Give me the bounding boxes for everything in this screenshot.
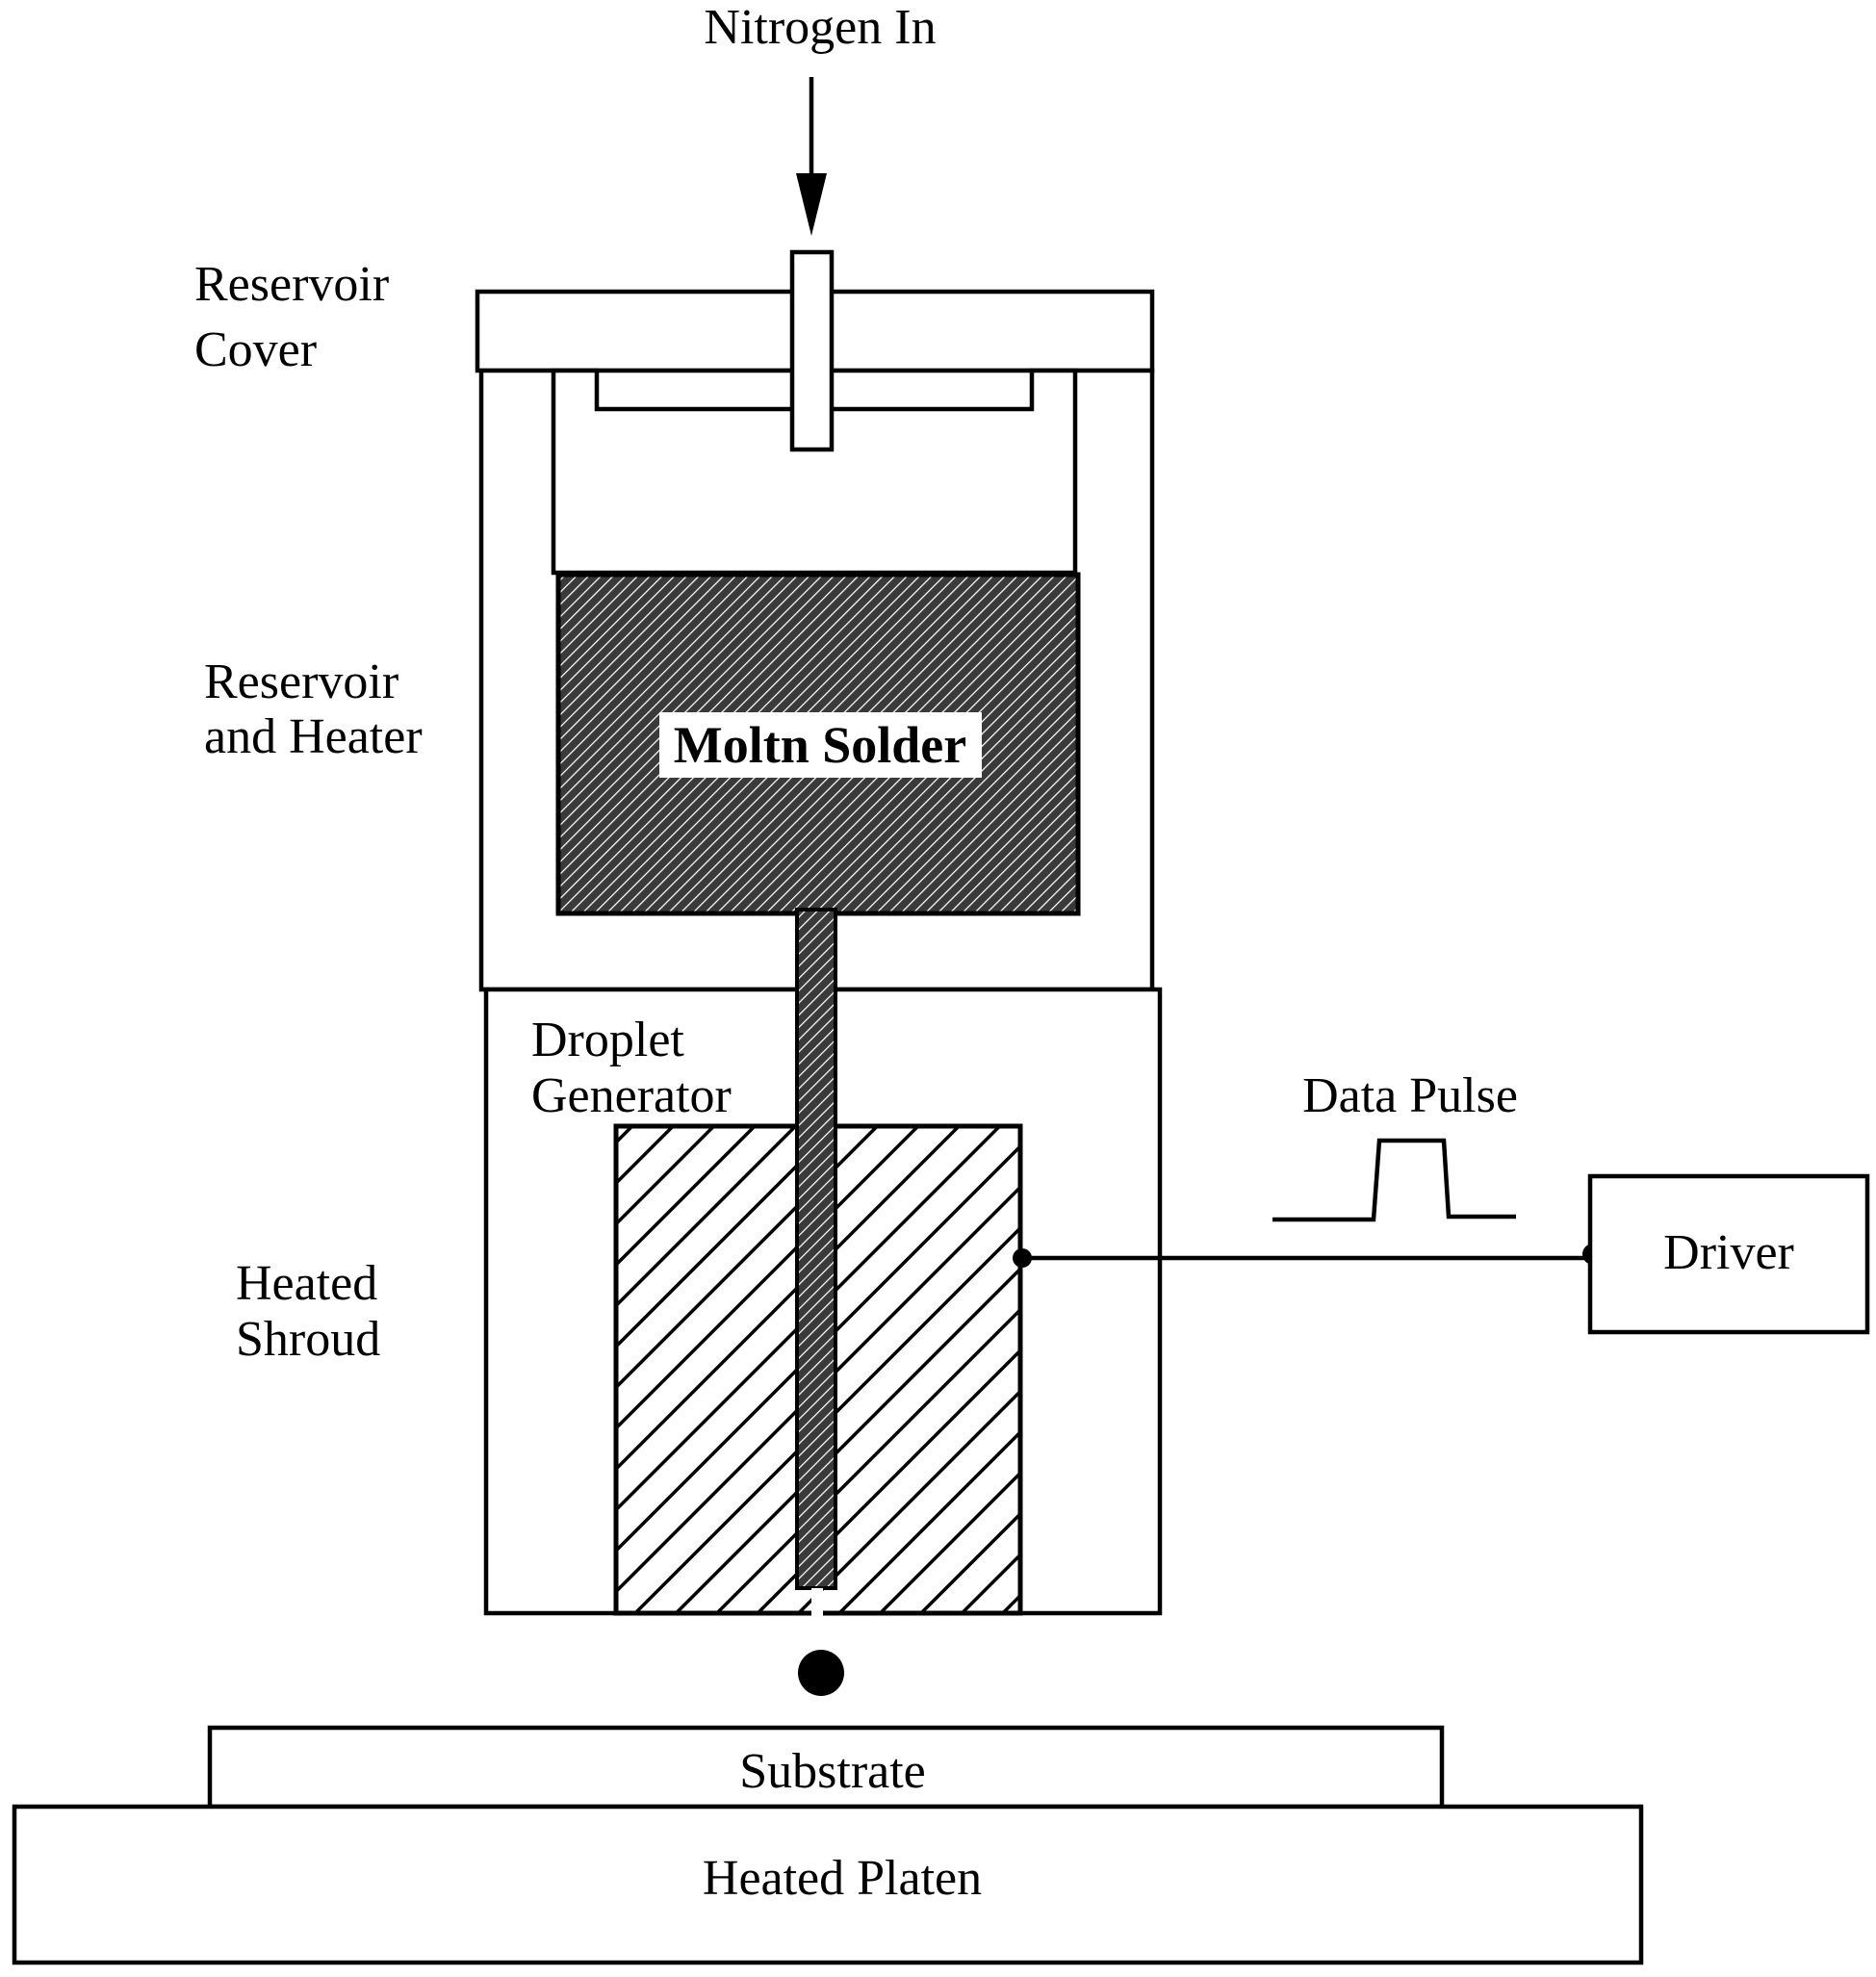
- nozzle-channel: [795, 908, 837, 1590]
- nitrogen-inlet-arrow: [796, 77, 827, 236]
- droplet-generator-label-line2: Generator: [531, 1068, 732, 1123]
- nitrogen-inlet-tube: [789, 249, 835, 452]
- reservoir-cover-label-line1: Reservoir: [194, 257, 389, 312]
- nozzle-gap: [811, 1588, 823, 1617]
- data-pulse-label: Data Pulse: [1302, 1068, 1518, 1123]
- driver-label: Driver: [1663, 1225, 1794, 1280]
- heated-platen-label: Heated Platen: [703, 1851, 982, 1906]
- reservoir-heater-label-line2: and Heater: [204, 709, 423, 764]
- heated-platen: [12, 1804, 1644, 1965]
- substrate: [207, 1725, 1445, 1810]
- reservoir-cover-label-line2: Cover: [194, 322, 317, 377]
- heated-shroud-label-line2: Shroud: [236, 1312, 380, 1367]
- droplet-generator-label-line1: Droplet: [531, 1013, 684, 1067]
- molten-solder-label: Moltn Solder: [674, 716, 967, 774]
- solder-droplet: [798, 1650, 844, 1696]
- reservoir-heater-label-line1: Reservoir: [204, 655, 398, 709]
- junction-dot-left: [1013, 1248, 1032, 1268]
- data-pulse-waveform: [1272, 1138, 1516, 1222]
- molten-solder-label-bg: [659, 712, 982, 778]
- substrate-label: Substrate: [739, 1744, 926, 1799]
- driver-box: [1587, 1173, 1870, 1335]
- heated-shroud-label-line1: Heated: [236, 1256, 377, 1311]
- nitrogen-in-label: Nitrogen In: [704, 0, 936, 55]
